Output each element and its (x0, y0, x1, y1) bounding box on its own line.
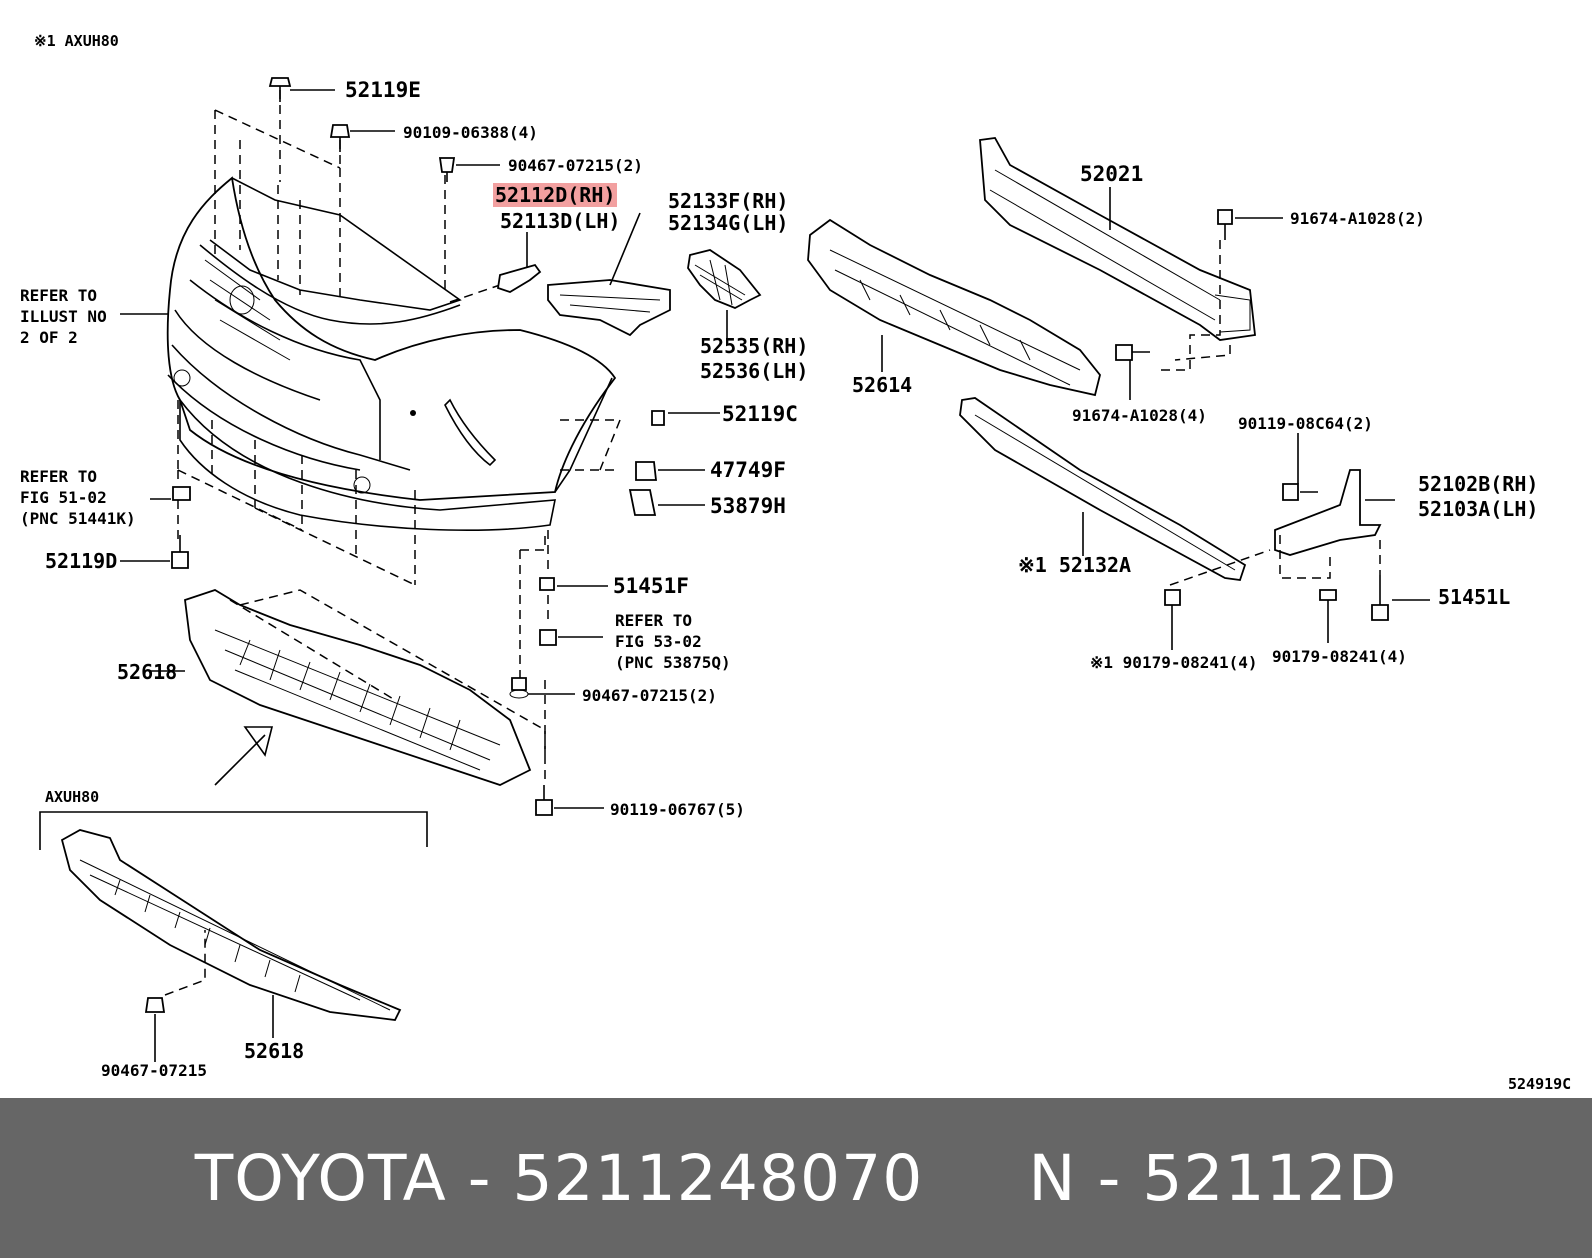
reinforcement-52021-illustration (979, 137, 1256, 341)
refer-fig51-line2: FIG 51-02 (20, 488, 107, 507)
label-52119e[interactable]: 52119E (345, 78, 421, 102)
label-52134g[interactable]: 52134G(LH) (668, 211, 789, 235)
bracket-52133f-illustration (547, 212, 671, 337)
absorber-52614-illustration (807, 218, 1101, 397)
undercover-52618-illustration (150, 589, 546, 786)
axuh80-bracket (39, 811, 428, 850)
refer-fig53-line1: REFER TO (615, 611, 693, 630)
label-52535[interactable]: 52535(RH) (700, 334, 809, 358)
parts-diagram: ※1 AXUH80 52119E 90109-06388(4) 90467-07… (20, 32, 1572, 1093)
label-90467-07215-mid[interactable]: 90467-07215(2) (582, 686, 717, 705)
refer-fig53-line3: (PNC 53875Q) (615, 653, 731, 672)
sheet-code: 524919C (1508, 1075, 1572, 1093)
refer-fig53-line2: FIG 53-02 (615, 632, 702, 651)
label-90119-08c64[interactable]: 90119-08C64(2) (1238, 414, 1373, 433)
label-52132a[interactable]: ※1 52132A (1018, 553, 1132, 577)
label-90467-07215-top[interactable]: 90467-07215(2) (508, 156, 643, 175)
label-90109-06388[interactable]: 90109-06388(4) (403, 123, 538, 142)
clip-52112d-illustration (496, 232, 542, 293)
bracket-52102b-illustration (1274, 469, 1395, 556)
refer-illust-line2: ILLUST NO (20, 307, 107, 326)
label-90119-06767[interactable]: 90119-06767(5) (610, 800, 745, 819)
fasteners-top (120, 77, 720, 816)
label-52614[interactable]: 52614 (852, 373, 913, 397)
label-52021[interactable]: 52021 (1080, 162, 1144, 186)
undercover-52618-bottom-illustration (60, 829, 402, 1062)
refer-fig51-line1: REFER TO (20, 467, 98, 486)
label-90179-08241[interactable]: 90179-08241(4) (1272, 647, 1407, 666)
label-90179-08241-note[interactable]: ※1 90179-08241(4) (1090, 653, 1258, 672)
axuh80-group-label: AXUH80 (45, 788, 100, 806)
label-52102b[interactable]: 52102B(RH) (1418, 472, 1539, 496)
label-51451f[interactable]: 51451F (613, 574, 689, 598)
label-52618-top[interactable]: 52618 (117, 660, 178, 684)
label-52133f[interactable]: 52133F(RH) (668, 189, 789, 213)
label-91674-a1028-4[interactable]: 91674-A1028(4) (1072, 406, 1207, 425)
label-53879h[interactable]: 53879H (710, 494, 786, 518)
bar-52132a-illustration (959, 397, 1247, 581)
refer-fig51-line3: (PNC 51441K) (20, 509, 136, 528)
grille-52535-illustration (687, 249, 762, 340)
label-52103a[interactable]: 52103A(LH) (1418, 497, 1539, 521)
label-52618-bottom[interactable]: 52618 (244, 1039, 305, 1063)
label-52536[interactable]: 52536(LH) (700, 359, 809, 383)
bumper-guide-lines (177, 90, 622, 785)
refer-illust-line1: REFER TO (20, 286, 98, 305)
label-52119d[interactable]: 52119D (45, 549, 118, 573)
refer-illust-line3: 2 OF 2 (20, 328, 78, 347)
label-52113d[interactable]: 52113D(LH) (500, 209, 621, 233)
label-91674-a1028-2[interactable]: 91674-A1028(2) (1290, 209, 1425, 228)
diagram-drawing (39, 77, 1430, 1062)
note-header: ※1 AXUH80 (34, 32, 119, 50)
part-number-footer: TOYOTA - 5211248070 N - 52112D (0, 1098, 1592, 1258)
label-47749f[interactable]: 47749F (710, 458, 786, 482)
label-52119c[interactable]: 52119C (722, 402, 798, 426)
label-52112d-highlighted[interactable]: 52112D(RH) (493, 183, 618, 207)
label-90467-07215-bottom[interactable]: 90467-07215 (101, 1061, 207, 1080)
bumper-cover-illustration (166, 176, 617, 531)
footer-part-info: TOYOTA - 5211248070 N - 52112D (194, 1141, 1398, 1215)
label-51451l[interactable]: 51451L (1438, 585, 1511, 609)
highlighted-part-number: 52112D(RH) (493, 183, 618, 207)
fasteners-right (1115, 209, 1430, 650)
